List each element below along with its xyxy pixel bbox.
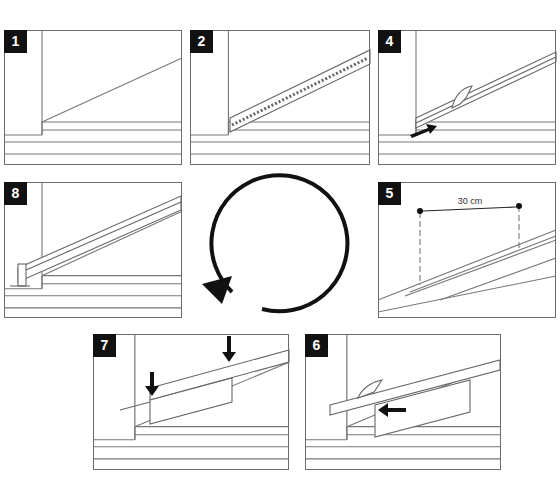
step-number: 6 — [305, 334, 328, 357]
dimension-dot — [516, 203, 522, 209]
skirting-cover — [330, 360, 500, 437]
rail-closeup — [378, 206, 556, 312]
step-number: 4 — [378, 30, 401, 53]
step-number: 1 — [4, 30, 27, 53]
skirting-board — [10, 196, 181, 286]
dimension-label: 30 cm — [458, 196, 483, 206]
slide-arrow — [378, 403, 406, 417]
step-number: 7 — [93, 334, 116, 357]
cycle-arrowhead — [202, 276, 232, 304]
floor-scene — [4, 183, 182, 308]
step-number: 2 — [190, 30, 213, 53]
step-panel: 8 — [4, 182, 182, 318]
adhesive-tape — [230, 50, 370, 132]
step-number: 5 — [378, 182, 401, 205]
step-panel: 2 — [190, 30, 370, 165]
step-panel: 6 — [305, 334, 501, 470]
step-panel: 1 — [4, 30, 182, 165]
floor-scene — [4, 30, 182, 154]
press-arrow — [145, 372, 159, 396]
push-arrow — [410, 124, 437, 138]
floor-scene — [93, 334, 289, 459]
step-panel: 7 — [93, 334, 289, 470]
skirting-cover — [120, 350, 289, 424]
step-number: 8 — [4, 182, 27, 205]
cycle-arrow — [211, 175, 347, 311]
floor-scene — [378, 30, 556, 154]
press-arrow — [222, 336, 236, 362]
step-panel: 4 — [378, 30, 556, 165]
dimension-dot — [417, 208, 423, 214]
floor-scene — [305, 334, 501, 459]
floor-scene — [190, 30, 370, 154]
skirting-rail — [416, 52, 556, 128]
